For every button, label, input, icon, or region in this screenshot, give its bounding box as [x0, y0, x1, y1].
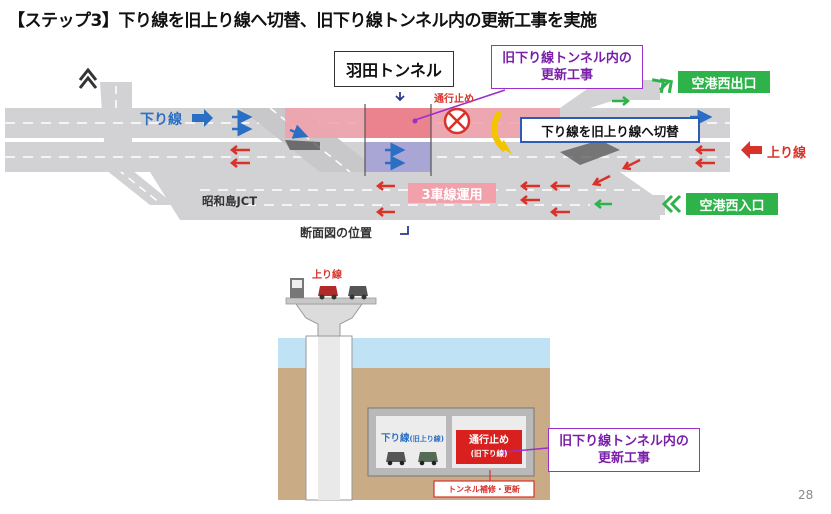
- haneda-tunnel-label: 羽田トンネル: [334, 51, 454, 87]
- section-note-line1: 旧下り線トンネル内の: [559, 434, 689, 449]
- down-line-arrows: [232, 109, 713, 171]
- three-lane-label: 3車線運用: [408, 183, 496, 203]
- jct-crossover: [240, 107, 380, 173]
- section-note-line2: 更新工事: [597, 451, 650, 466]
- car-icon: [318, 286, 338, 300]
- section-upline-label: 上り線: [312, 270, 342, 281]
- tunnel-closed-section: [365, 108, 431, 138]
- up-line-label: 上り線: [767, 146, 807, 161]
- down-line-direction-icon: [192, 109, 213, 127]
- up-line-arrows: [229, 145, 715, 217]
- renewal-note-section: 旧下り線トンネル内の 更新工事: [548, 428, 700, 472]
- section-downline-text: 下り線: [381, 433, 410, 444]
- page-number: 28: [798, 488, 814, 502]
- section-downline-label: 下り線(旧上り線): [381, 430, 444, 444]
- up-line-direction-icon: [741, 141, 762, 159]
- section-downline-sub: (旧上り線): [409, 435, 444, 443]
- renewal-note-plan: 旧下り線トンネル内の 更新工事: [491, 45, 643, 89]
- renewal-pointer-line: [414, 89, 506, 121]
- closure-label: 通行止め: [434, 94, 474, 105]
- car-icon: [348, 286, 368, 300]
- entrance-chevron-icon: [661, 194, 682, 214]
- section-position-pointer-icon: [400, 226, 409, 235]
- green-arrows: [593, 96, 631, 209]
- airport-entrance-ramp: [590, 195, 665, 215]
- down-line-label: 下り線: [140, 112, 182, 128]
- truck-icon: [290, 278, 304, 298]
- section-position-label: 断面図の位置: [300, 226, 373, 240]
- tunnel-repair-label: トンネル補修・更新: [448, 484, 520, 494]
- section-closure-sub: (旧下り線): [470, 449, 508, 458]
- section-closure-label: 通行止め (旧下り線): [456, 431, 522, 463]
- section-closure-text: 通行止め: [469, 435, 509, 446]
- airport-west-exit-label: 空港西出口: [678, 71, 770, 93]
- renewal-note-line1: 旧下り線トンネル内の: [502, 51, 632, 66]
- airport-west-entrance-label: 空港西入口: [686, 193, 778, 215]
- tunnel-switched-section: [365, 142, 431, 172]
- repair-label-box: [433, 480, 535, 498]
- slide-title: 【ステップ3】下り線を旧上り線へ切替、旧下り線トンネル内の更新工事を実施: [8, 11, 597, 31]
- bridge-deck: [295, 303, 363, 337]
- car-icon: [418, 452, 438, 466]
- jct-lower-road: [150, 172, 660, 220]
- cross-section-diagram: [278, 278, 550, 501]
- switch-label: 下り線を旧上り線へ切替: [520, 117, 700, 143]
- chevron-up-left-icon: [78, 67, 98, 89]
- closed-tube: [456, 430, 522, 464]
- renewal-note-line2: 更新工事: [540, 68, 593, 83]
- switch-patch: [560, 140, 620, 165]
- closure-x-icon: [443, 107, 471, 135]
- showajima-jct-label: 昭和島JCT: [202, 194, 258, 208]
- tunnel-pointer-icon: [395, 92, 405, 102]
- exit-chevron-icon: [651, 78, 674, 94]
- car-icon: [386, 452, 406, 466]
